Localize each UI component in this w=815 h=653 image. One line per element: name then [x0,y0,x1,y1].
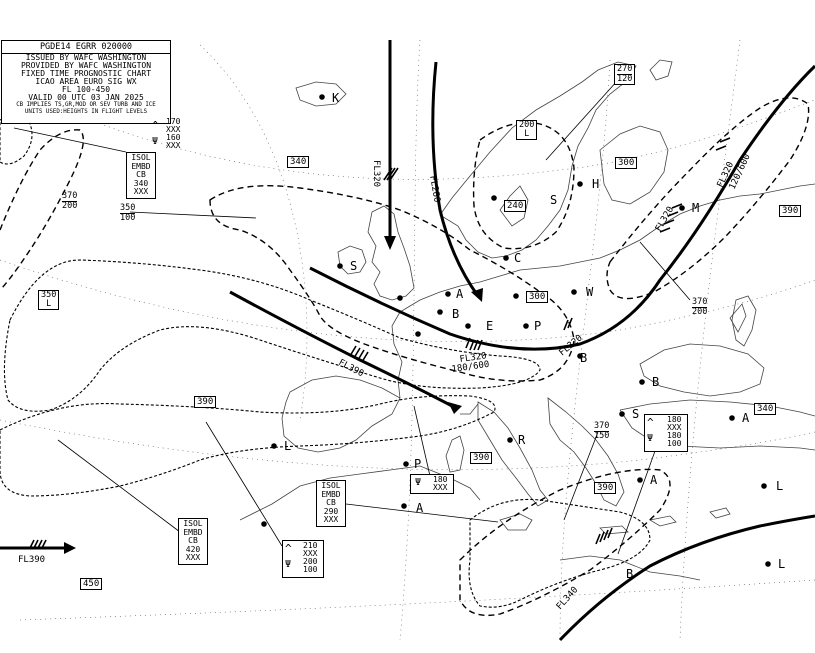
icing-icon: Ψ [152,136,159,147]
pressure-h: H [592,177,599,191]
cb-area-biscay [0,395,496,497]
jet-fl280 [431,61,480,297]
pressure-p: P [534,319,541,333]
jet-fl320-main [309,64,815,351]
jet-streams [0,40,815,642]
pressure-r: R [518,433,526,447]
pressure-l3: L [778,557,785,571]
tropopause-height: 300 [615,157,638,169]
pressure-e: E [486,319,493,333]
turb-ice-box: ^ Ψ 210 XXX 200 100 [282,540,324,578]
pressure-letters: K S A B E P W H S C L R P A B S A A L M … [284,91,785,581]
tropopause-height: 390 [779,205,802,217]
header-line-levels: FL 100-450 [61,85,111,94]
pressure-a4: A [742,411,750,425]
pressure-l: L [284,439,291,453]
tropopause-height: 340 [287,156,310,168]
pressure-b3: B [626,567,633,581]
tropopause-height: 390 [194,396,217,408]
header-line-area: ICAO AREA EURO SIG WX [35,77,137,86]
header-line-issued: ISSUED BY WAFC WASHINGTON [25,53,147,62]
header-line-valid: VALID 00 UTC 03 JAN 2025 [28,93,144,102]
pressure-a: A [456,287,464,301]
cb-areas [0,116,651,608]
graticule [0,39,815,641]
header-note-units: UNITS USED:HEIGHTS IN FLIGHT LEVELS [24,108,148,115]
turb-ice-box: ^ Ψ 180 XXX 180 100 [644,414,688,452]
header-note-cb: CB IMPLIES TS,GR,MOD OR SEV TURB AND ICE [16,102,156,108]
pressure-c: C [514,251,521,265]
cb-area-atlantic [3,259,541,412]
pressure-b: B [452,307,459,321]
tropopause-height: 390 [594,482,617,494]
icing-icon: Ψ [415,477,422,488]
header-line-provided: PROVIDED BY WAFC WASHINGTON [20,61,152,70]
tropopause-height: 300 [526,291,549,303]
chart-header-box: PGDE14 EGRR 020000 ISSUED BY WAFC WASHIN… [1,40,171,124]
pressure-b4: B [580,351,587,365]
turbulence-icon: ^ [285,542,292,555]
jet-barbs [29,137,731,549]
pressure-l2: L [776,479,783,493]
cb-area-nw [0,116,33,165]
tropopause-height: 390 [470,452,493,464]
cb-area-med [468,498,651,608]
pressure-p2: P [414,457,421,471]
jet-label-fl320-main: FL320 [459,351,487,365]
jet-label-fl320-ne: FL320 [654,205,676,233]
icing-icon: Ψ [647,433,654,444]
pressure-m: M [692,201,699,215]
pressure-centres [261,94,771,567]
pressure-s: S [350,259,357,273]
chart-id: PGDE14 EGRR 020000 [2,41,170,54]
tropopause-height: 340 [754,403,777,415]
turbulence-icon: ^ [647,416,654,429]
pressure-b2: B [652,375,659,389]
jet-fl340-se [558,514,815,642]
jet-label-180-600: 180/600 [451,360,490,375]
pressure-s2: S [550,193,557,207]
pressure-a3: A [650,473,658,487]
turbulence-areas [0,97,810,617]
tropopause-height: 240 [504,200,527,212]
pressure-s3: S [632,407,639,421]
header-line-type: FIXED TIME PROGNOSTIC CHART [20,69,152,78]
jet-label-fl390-south: FL390 [18,555,45,565]
jet-label-fl320-north: FL320 [371,160,381,187]
icing-icon: Ψ [285,559,292,570]
turb-ice-box: ^ Ψ 170 XXX 160 XXX [152,117,181,150]
jet-fl390-iberia [229,290,457,410]
ice-box: Ψ 180 XXX [410,474,454,494]
turbulence-icon: ^ [152,119,159,132]
jet-label-fl280: FL280 [427,175,442,203]
tropopause-height: 450 [80,578,103,590]
pressure-w: W [586,285,594,299]
pressure-a2: A [416,501,424,515]
pressure-k: K [332,91,340,105]
jet-label-fl340: FL340 [555,585,581,612]
